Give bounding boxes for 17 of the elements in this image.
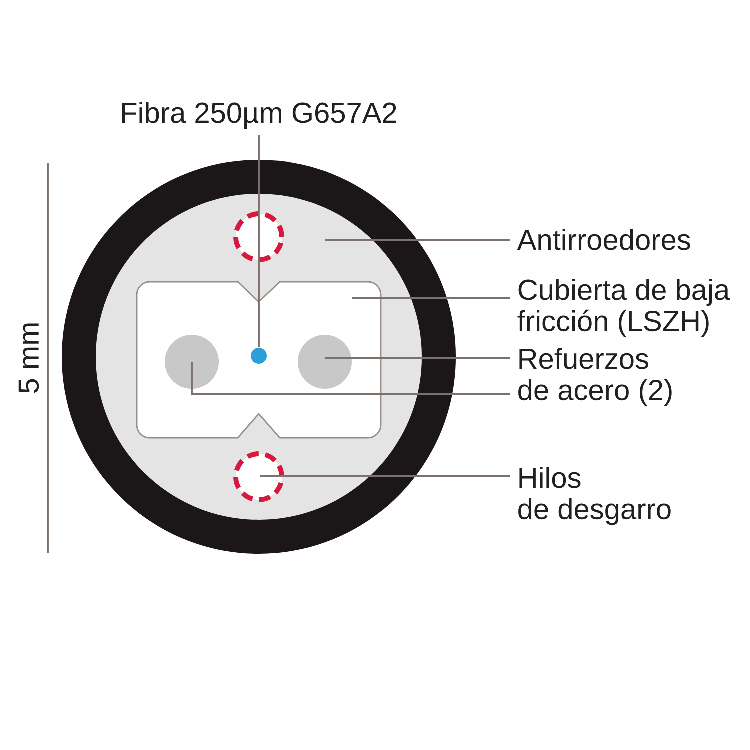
ripcord-circle — [234, 452, 284, 502]
leader-line — [191, 362, 510, 395]
leader-line — [260, 475, 510, 477]
leader-line — [258, 135, 260, 348]
ripcord-circle — [234, 212, 284, 262]
callout-label: Antirroedores — [517, 229, 690, 250]
leader-line — [325, 239, 510, 241]
leader-line — [352, 297, 510, 299]
leader-line — [325, 357, 510, 359]
dimension-label: 5 mm — [18, 324, 40, 394]
steel-rod — [298, 335, 352, 389]
callout-label: Hilos de desgarro — [518, 467, 671, 526]
callout-label: Fibra 250µm G657A2 — [122, 102, 396, 130]
steel-rod — [165, 335, 219, 389]
callout-label: Cubierta de baja fricción (LSZH) — [518, 279, 730, 338]
callout-label: Refuerzos de acero (2) — [518, 348, 672, 406]
fiber-dot — [251, 348, 267, 364]
